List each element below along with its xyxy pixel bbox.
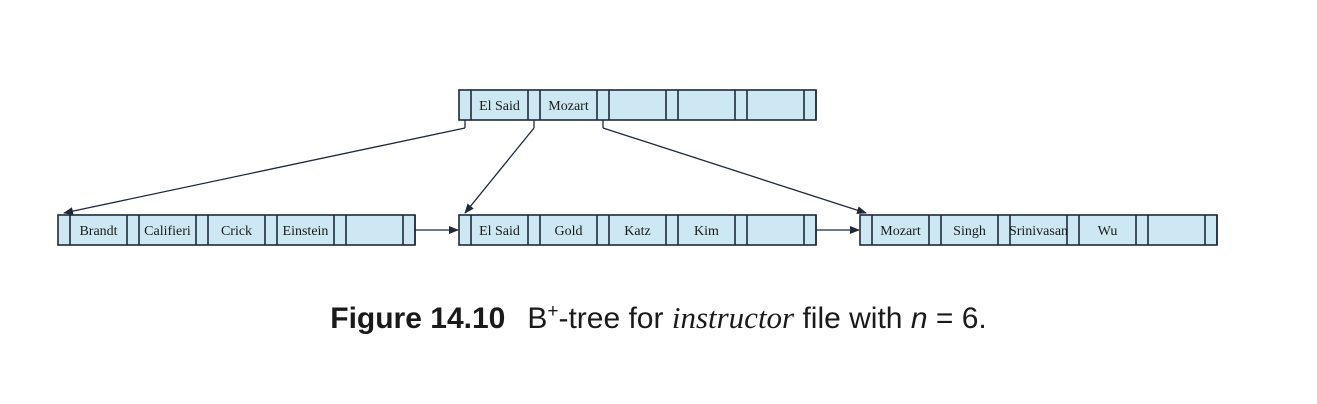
root-to-leaf-arrow-2 <box>464 127 535 214</box>
key-label: Mozart <box>548 99 589 114</box>
key-label: Mozart <box>880 224 921 239</box>
node-outline <box>57 214 416 246</box>
caption-text-b: -tree for <box>558 302 672 335</box>
key-label: Califieri <box>144 224 191 239</box>
root-to-leaf-arrow-3 <box>602 127 867 215</box>
figure-caption: Figure 14.10 B+-tree for instructor file … <box>0 300 1317 336</box>
key-label: El Said <box>479 224 520 239</box>
key-label: Crick <box>221 224 252 239</box>
caption-text-c: file with <box>794 302 911 335</box>
caption-superscript: + <box>547 301 559 322</box>
leaf-node-1: Brandt Califieri Crick Einstein <box>57 214 416 246</box>
key-label: Kim <box>694 224 719 239</box>
key-label: Wu <box>1098 224 1118 239</box>
key-label: Katz <box>624 224 650 239</box>
caption-variable: n <box>910 302 928 335</box>
pointer-arrows <box>63 105 867 234</box>
caption-text-a: B <box>527 302 548 335</box>
key-label: Srinivasan <box>1009 224 1068 239</box>
caption-italic-word: instructor <box>671 300 795 335</box>
caption-text-d: = 6. <box>927 302 987 335</box>
node-outline <box>458 214 817 246</box>
leaf-node-3: Mozart Singh Srinivasan Wu <box>859 214 1218 246</box>
key-label: Brandt <box>79 224 117 239</box>
root-to-leaf-arrow-1 <box>63 127 466 216</box>
node-outline <box>859 214 1218 246</box>
root-node: El Said Mozart <box>458 89 817 121</box>
leaf-node-2: El Said Gold Katz Kim <box>458 214 817 246</box>
key-label: Singh <box>953 224 986 239</box>
key-label: El Said <box>479 99 520 114</box>
key-label: Einstein <box>283 224 329 239</box>
key-label: Gold <box>555 224 583 239</box>
caption-label: Figure 14.10 <box>330 302 506 335</box>
